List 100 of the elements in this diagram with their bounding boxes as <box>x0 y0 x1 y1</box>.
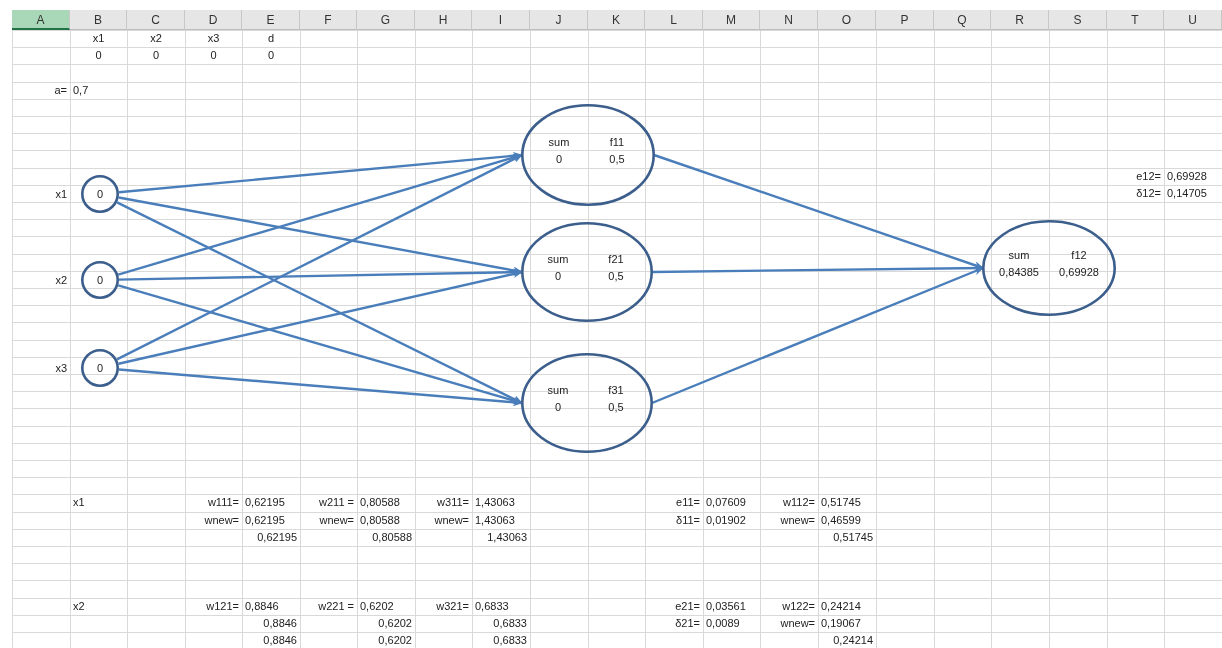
column-header: L <box>645 10 703 30</box>
cell-text: 0,7 <box>73 82 89 98</box>
column-header: D <box>185 10 242 30</box>
cell-text: 0,24214 <box>833 633 873 648</box>
cell-text: 0,14705 <box>1167 185 1207 201</box>
cell-text: 0,69928 <box>1167 168 1207 184</box>
node-text: sum <box>547 135 571 150</box>
cell-text: δ21= <box>675 615 700 631</box>
cell-text: wnew= <box>780 615 815 631</box>
column-header: I <box>472 10 530 30</box>
cell-text: w112= <box>783 495 815 511</box>
arrow <box>118 270 523 365</box>
cell-text: 0,6202 <box>360 598 394 614</box>
node-text: 0,69928 <box>1058 265 1100 280</box>
cell-text: 0 <box>266 48 276 64</box>
cell-text: 0,51745 <box>821 495 861 511</box>
cell-text: 0,0089 <box>706 615 740 631</box>
cell-text: 0,62195 <box>257 529 297 545</box>
column-header: P <box>876 10 934 30</box>
column-header: G <box>357 10 415 30</box>
cell-text: 0,46599 <box>821 512 861 528</box>
node-text: f12 <box>1070 248 1088 263</box>
cell-text: w311= <box>437 495 469 511</box>
cell-text: 1,43063 <box>487 529 527 545</box>
node-text: f11 <box>608 135 626 150</box>
cell-text: 0,01902 <box>706 512 746 528</box>
node-text: 0 <box>95 272 105 288</box>
cell-text: w221 = <box>318 598 354 614</box>
cell-text: x3 <box>206 31 221 46</box>
cell-text: wnew= <box>780 512 815 528</box>
cell-text: e11= <box>676 495 700 511</box>
cell-text: 0,51745 <box>833 529 873 545</box>
input-label: x2 <box>55 272 67 288</box>
input-label: x1 <box>55 186 67 202</box>
node-text: 0 <box>553 400 563 415</box>
cell-text: wnew= <box>434 512 469 528</box>
column-header: T <box>1107 10 1164 30</box>
cell-text: 0,80588 <box>372 529 412 545</box>
cell-text: 0,24214 <box>821 598 861 614</box>
cell-text: e21= <box>675 598 700 614</box>
cell-text: 0,03561 <box>706 598 746 614</box>
arrow <box>653 153 984 270</box>
column-header: C <box>127 10 185 30</box>
cell-text: w122= <box>782 598 815 614</box>
arrow <box>118 368 523 407</box>
node-text: f31 <box>607 383 625 398</box>
cell-text: 0,6202 <box>378 615 412 631</box>
cell-text: 0,6833 <box>493 615 527 631</box>
cell-text: 0 <box>151 48 161 64</box>
cell-text: 0,62195 <box>245 512 285 528</box>
node-text: 0 <box>553 269 563 284</box>
cell-text: 0,80588 <box>360 495 400 511</box>
cell-text: 0,8846 <box>263 615 297 631</box>
cell-text: δ11= <box>676 512 700 528</box>
column-header: F <box>300 10 357 30</box>
node-text: 0 <box>554 152 564 167</box>
cell-text: 1,43063 <box>475 495 515 511</box>
column-header: J <box>530 10 588 30</box>
cell-text: 0 <box>94 48 103 64</box>
cell-text: 0,8846 <box>245 598 279 614</box>
cell-text: w111= <box>207 495 239 511</box>
node-text: f21 <box>607 252 625 267</box>
cell-text: 0,62195 <box>245 495 285 511</box>
column-header: A <box>12 10 70 30</box>
arrow <box>116 153 523 361</box>
column-header: O <box>818 10 876 30</box>
node-text: 0,5 <box>608 152 626 167</box>
node-text: 0,84385 <box>998 265 1040 280</box>
node-text: sum <box>1007 248 1031 263</box>
arrow <box>651 266 984 405</box>
cell-text: 0 <box>209 48 218 64</box>
cell-text: 0,07609 <box>706 495 746 511</box>
cell-text: 1,43063 <box>475 512 515 528</box>
column-header: B <box>70 10 127 30</box>
column-header: K <box>588 10 645 30</box>
cell-text: wnew= <box>319 512 354 528</box>
column-header: E <box>242 10 300 30</box>
cell-text: w321= <box>436 598 469 614</box>
node-text: sum <box>546 383 570 398</box>
cell-text: wnew= <box>204 512 239 528</box>
cell-text: d <box>266 31 276 46</box>
column-header: N <box>760 10 818 30</box>
cell-text: w211 = <box>319 495 354 511</box>
column-header: R <box>991 10 1049 30</box>
cell-text: 0,80588 <box>360 512 400 528</box>
column-header: H <box>415 10 472 30</box>
cell-text: 0,8846 <box>263 633 297 648</box>
column-header: U <box>1164 10 1222 30</box>
cell-text: x1 <box>73 495 85 511</box>
cell-text: x2 <box>149 31 163 46</box>
cell-text: x1 <box>91 31 106 46</box>
cell-text: 0,6202 <box>378 633 412 648</box>
cell-text: 0,6833 <box>493 633 527 648</box>
column-header: S <box>1049 10 1107 30</box>
node-text: 0 <box>95 360 105 376</box>
cell-text: e12= <box>1136 168 1161 184</box>
cell-text: 0,19067 <box>821 615 861 631</box>
node-text: 0,5 <box>607 400 625 415</box>
cell-text: 0,6833 <box>475 598 509 614</box>
column-header: Q <box>934 10 991 30</box>
